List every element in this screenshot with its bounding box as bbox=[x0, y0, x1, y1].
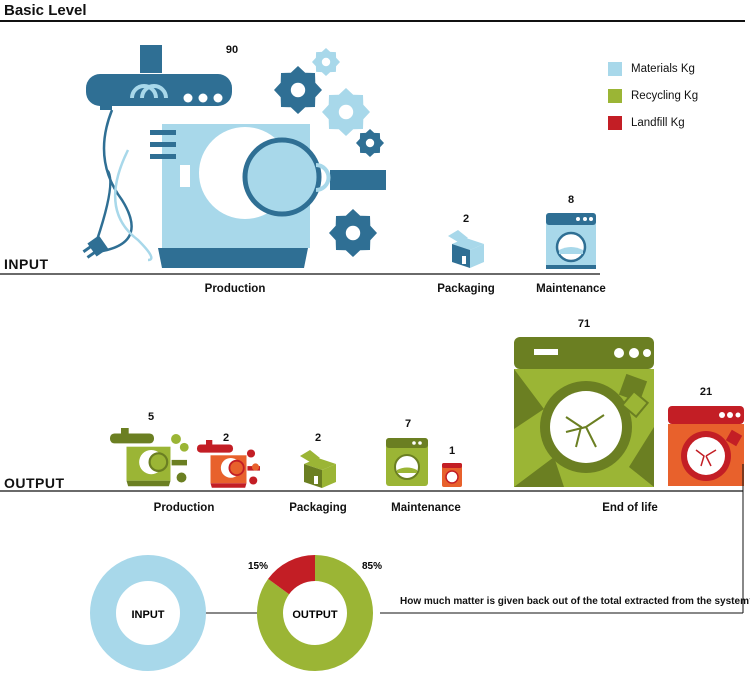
gear-hole bbox=[345, 225, 361, 241]
gear-hole bbox=[290, 82, 306, 98]
input-production-machine-icon bbox=[82, 45, 386, 268]
machine-foot bbox=[100, 102, 112, 110]
plug-icon bbox=[82, 235, 109, 259]
cable-icon bbox=[113, 149, 153, 262]
output-donut-landfill-pct: 15% bbox=[248, 561, 268, 572]
value-label: 2 bbox=[462, 213, 470, 225]
hinge-icon bbox=[180, 165, 190, 187]
category-label: Maintenance bbox=[536, 283, 606, 295]
output-section-label: OUTPUT bbox=[4, 475, 65, 491]
question-text: How much matter is given back out of the… bbox=[400, 596, 750, 607]
value-label: 8 bbox=[567, 194, 575, 206]
value-label: 90 bbox=[225, 44, 239, 56]
input-donut-label: INPUT bbox=[132, 609, 165, 621]
gear-hole bbox=[321, 57, 331, 67]
category-label: Packaging bbox=[289, 502, 347, 514]
output-maintenance-landfill-icon bbox=[442, 463, 462, 487]
input-section-label: INPUT bbox=[4, 256, 49, 272]
input-donut-slice-0 bbox=[90, 555, 206, 671]
output-maintenance-recycling-icon bbox=[386, 438, 428, 486]
value-label: 1 bbox=[448, 445, 456, 457]
category-label: Packaging bbox=[437, 283, 495, 295]
light-icon bbox=[213, 93, 223, 103]
vent-icon bbox=[150, 130, 176, 135]
machine-top-bar bbox=[86, 74, 232, 106]
category-label: Production bbox=[153, 502, 215, 514]
output-end-of-life-recycling-icon bbox=[514, 337, 654, 487]
output-production-landfill-icon bbox=[197, 440, 260, 488]
legend-label: Landfill Kg bbox=[631, 116, 685, 129]
vent-icon bbox=[150, 142, 176, 147]
output-donut-label: OUTPUT bbox=[292, 609, 338, 621]
legend-item-landfill: Landfill Kg bbox=[608, 109, 698, 136]
output-donut bbox=[257, 555, 373, 671]
legend-item-materials: Materials Kg bbox=[608, 55, 698, 82]
input-packaging-box-icon bbox=[448, 230, 484, 268]
legend-swatch bbox=[608, 61, 622, 76]
gear-hole bbox=[338, 104, 354, 120]
output-donut-recycling-pct: 85% bbox=[362, 561, 382, 572]
vent-icon bbox=[150, 154, 176, 159]
cable-icon bbox=[92, 109, 133, 253]
input-maintenance-washer-icon bbox=[546, 213, 596, 269]
value-label: 7 bbox=[404, 418, 412, 430]
legend-item-recycling: Recycling Kg bbox=[608, 82, 698, 109]
legend-swatch bbox=[608, 88, 622, 103]
output-end-of-life-landfill-icon bbox=[668, 406, 744, 486]
title-rule bbox=[0, 20, 745, 22]
legend-label: Recycling Kg bbox=[631, 89, 699, 102]
input-donut bbox=[90, 555, 206, 671]
arm-icon bbox=[330, 170, 386, 190]
legend: Materials Kg Recycling Kg Landfill Kg bbox=[608, 55, 698, 136]
output-donut-slice-1 bbox=[268, 555, 316, 595]
output-donut-slice-0 bbox=[257, 555, 373, 671]
light-icon bbox=[183, 93, 193, 103]
gear-hole bbox=[365, 138, 375, 148]
hook-icon bbox=[315, 163, 331, 192]
category-label: Maintenance bbox=[391, 502, 461, 514]
category-label: Production bbox=[204, 283, 266, 295]
chart-title: Basic Level bbox=[4, 2, 87, 19]
hopper-icon bbox=[140, 45, 162, 73]
light-icon bbox=[198, 93, 208, 103]
value-label: 21 bbox=[699, 386, 713, 398]
value-label: 2 bbox=[222, 432, 230, 444]
legend-label: Materials Kg bbox=[631, 62, 695, 75]
machine-base bbox=[158, 248, 308, 268]
value-label: 71 bbox=[577, 318, 591, 330]
legend-swatch bbox=[608, 115, 622, 130]
gears-group bbox=[274, 48, 384, 257]
drum-door-icon bbox=[242, 137, 322, 217]
category-label: End of life bbox=[602, 502, 658, 514]
claw-icon bbox=[130, 84, 168, 99]
value-label: 5 bbox=[147, 411, 155, 423]
output-production-recycling-icon bbox=[110, 428, 189, 487]
output-packaging-box-icon bbox=[300, 450, 336, 488]
value-label: 2 bbox=[314, 432, 322, 444]
